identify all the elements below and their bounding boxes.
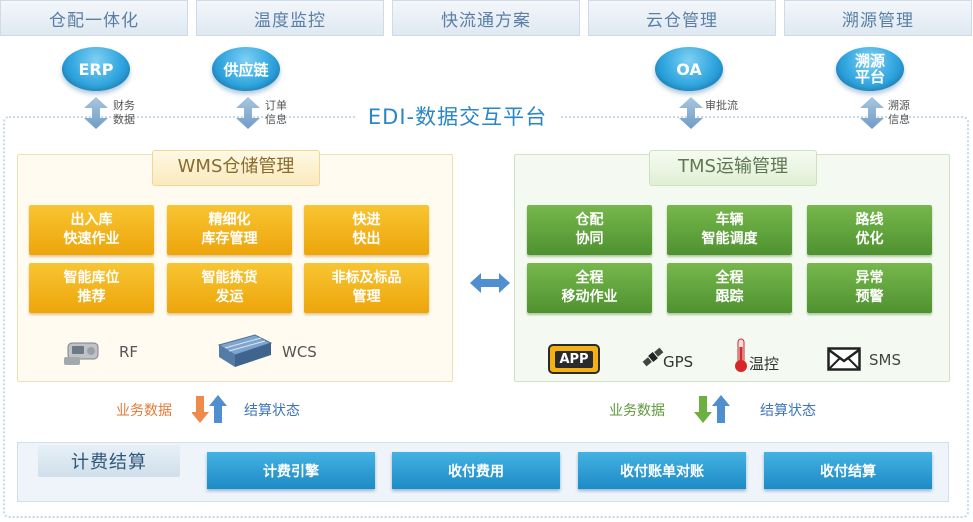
sms-label: SMS (869, 351, 901, 369)
wcs-label: WCS (282, 343, 317, 361)
tms-settlement-status-label: 结算状态 (760, 403, 816, 419)
wms-flow-arrows-icon (192, 395, 227, 423)
wms-tile-fast-in-out[interactable]: 快进快出 (304, 205, 429, 255)
app-icon: APP (548, 344, 600, 374)
wms-settlement-status-label: 结算状态 (244, 403, 300, 419)
horizontal-exchange-arrow-icon (470, 273, 510, 293)
wms-panel: WMS仓储管理 出入库快速作业 精细化库存管理 快进快出 智能库位推荐 智能拣货… (17, 150, 453, 382)
oa-arrow-label: 审批流 (705, 99, 738, 112)
wms-business-data-label: 业务数据 (116, 403, 172, 419)
supply-chain-exchange-arrow-icon (236, 97, 260, 129)
supply-chain-node: 供应链 (212, 47, 280, 91)
platform-title: EDI-数据交互平台 (355, 102, 560, 132)
fees-button[interactable]: 收付费用 (392, 452, 560, 489)
tab-fast-circulation[interactable]: 快流通方案 (392, 0, 580, 36)
billing-title: 计费结算 (38, 445, 180, 477)
tab-traceability[interactable]: 溯源管理 (784, 0, 972, 36)
billing-engine-button[interactable]: 计费引擎 (207, 452, 375, 489)
wms-tile-goods[interactable]: 非标及标品管理 (304, 263, 429, 313)
envelope-icon (827, 347, 861, 371)
wcs-shelving-icon (217, 334, 273, 367)
tms-tile-vehicle-dispatch[interactable]: 车辆智能调度 (667, 205, 792, 255)
wms-tile-inout[interactable]: 出入库快速作业 (29, 205, 154, 255)
settlement-button[interactable]: 收付结算 (764, 452, 932, 489)
thermometer-icon (735, 338, 747, 372)
tms-business-data-label: 业务数据 (609, 403, 665, 419)
erp-node: ERP (62, 47, 130, 91)
oa-node: OA (655, 47, 723, 91)
tms-tile-tracking[interactable]: 全程跟踪 (667, 263, 792, 313)
tms-panel: TMS运输管理 仓配协同 车辆智能调度 路线优化 全程移动作业 全程跟踪 异常预… (514, 150, 950, 382)
erp-exchange-arrow-icon (84, 97, 108, 129)
tab-warehouse-distribution[interactable]: 仓配一体化 (0, 0, 188, 36)
erp-arrow-label: 财务 数据 (113, 99, 135, 126)
trace-arrow-label: 溯源 信息 (888, 99, 910, 126)
trace-exchange-arrow-icon (860, 97, 884, 129)
rf-scanner-icon (64, 342, 99, 365)
wms-tile-picking[interactable]: 智能拣货发运 (167, 263, 292, 313)
supply-chain-arrow-label: 订单 信息 (265, 99, 287, 126)
wms-tile-inventory[interactable]: 精细化库存管理 (167, 205, 292, 255)
bill-reconciliation-button[interactable]: 收付账单对账 (578, 452, 746, 489)
tms-tile-warehouse-collab[interactable]: 仓配协同 (527, 205, 652, 255)
tab-temperature-monitor[interactable]: 温度监控 (196, 0, 384, 36)
tms-title: TMS运输管理 (649, 150, 817, 186)
tms-flow-arrows-icon (694, 395, 730, 423)
wms-tile-location[interactable]: 智能库位推荐 (29, 263, 154, 313)
gps-label: GPS (663, 353, 694, 371)
satellite-icon (642, 347, 664, 367)
rf-label: RF (119, 343, 139, 361)
temperature-control-label: 温控 (749, 355, 780, 373)
wms-title: WMS仓储管理 (152, 150, 320, 186)
trace-platform-node: 溯源 平台 (836, 47, 904, 91)
tab-cloud-warehouse[interactable]: 云仓管理 (588, 0, 776, 36)
tms-tile-mobile[interactable]: 全程移动作业 (527, 263, 652, 313)
tms-tile-route[interactable]: 路线优化 (807, 205, 932, 255)
oa-exchange-arrow-icon (679, 97, 703, 129)
tms-tile-alert[interactable]: 异常预警 (807, 263, 932, 313)
